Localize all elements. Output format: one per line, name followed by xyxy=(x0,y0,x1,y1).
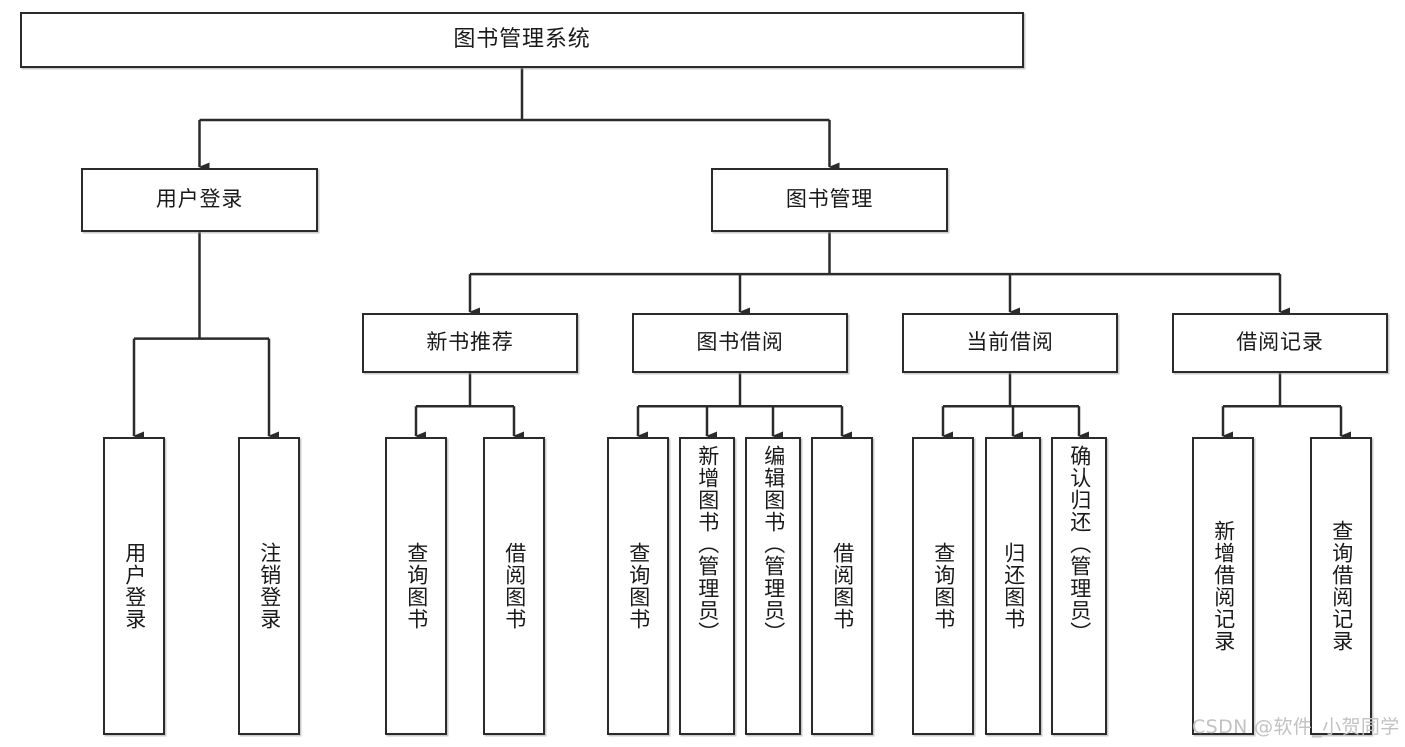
node-label: 图书借阅 xyxy=(696,330,784,355)
node-leaf-add-book-admin[interactable]: 新增图书（管理员） xyxy=(679,437,735,735)
node-label: 图书管理 xyxy=(785,187,874,212)
node-leaf-borrow-book-rec[interactable]: 借阅图书 xyxy=(483,437,545,735)
node-label: 用户登录 xyxy=(155,187,244,212)
node-label: 归还图书 xyxy=(1001,541,1026,631)
node-label: 查询借阅记录 xyxy=(1329,519,1354,653)
node-borrow-record[interactable]: 借阅记录 xyxy=(1172,313,1388,373)
node-book-manage[interactable]: 图书管理 xyxy=(711,168,948,232)
node-label: 当前借阅 xyxy=(966,330,1054,355)
node-label: 借阅图书 xyxy=(830,541,855,631)
node-leaf-return-book[interactable]: 归还图书 xyxy=(985,437,1041,735)
node-label: 用户登录 xyxy=(122,541,147,631)
node-label: 图书管理系统 xyxy=(453,26,591,52)
node-label: 新增借阅记录 xyxy=(1211,519,1236,653)
node-label: 新增图书（管理员） xyxy=(695,445,720,644)
node-leaf-edit-book-admin[interactable]: 编辑图书（管理员） xyxy=(745,437,801,735)
node-new-book-rec[interactable]: 新书推荐 xyxy=(362,313,578,373)
node-leaf-query-book-cur[interactable]: 查询图书 xyxy=(912,437,974,735)
node-label: 确认归还（管理员） xyxy=(1067,445,1092,644)
node-label: 借阅记录 xyxy=(1236,330,1324,355)
node-label: 查询图书 xyxy=(626,541,651,631)
node-root[interactable]: 图书管理系统 xyxy=(20,12,1024,68)
node-leaf-add-borrow-record[interactable]: 新增借阅记录 xyxy=(1192,437,1254,735)
node-leaf-confirm-return-admin[interactable]: 确认归还（管理员） xyxy=(1051,437,1107,735)
node-label: 借阅图书 xyxy=(502,541,527,631)
node-leaf-logout-login[interactable]: 注销登录 xyxy=(238,437,300,735)
node-current-borrow[interactable]: 当前借阅 xyxy=(902,313,1118,373)
node-label: 新书推荐 xyxy=(426,330,514,355)
node-leaf-query-book-borrow[interactable]: 查询图书 xyxy=(607,437,669,735)
watermark-text: CSDN @软件_小贺同学 xyxy=(1192,716,1400,738)
node-leaf-user-login[interactable]: 用户登录 xyxy=(103,437,165,735)
node-label: 编辑图书（管理员） xyxy=(761,445,786,644)
node-leaf-query-borrow-record[interactable]: 查询借阅记录 xyxy=(1310,437,1372,735)
node-user-login[interactable]: 用户登录 xyxy=(81,168,318,232)
node-book-borrow[interactable]: 图书借阅 xyxy=(632,313,848,373)
node-label: 注销登录 xyxy=(257,541,282,631)
node-label: 查询图书 xyxy=(931,541,956,631)
node-leaf-query-book-rec[interactable]: 查询图书 xyxy=(385,437,447,735)
node-leaf-borrow-book[interactable]: 借阅图书 xyxy=(811,437,873,735)
node-label: 查询图书 xyxy=(404,541,429,631)
